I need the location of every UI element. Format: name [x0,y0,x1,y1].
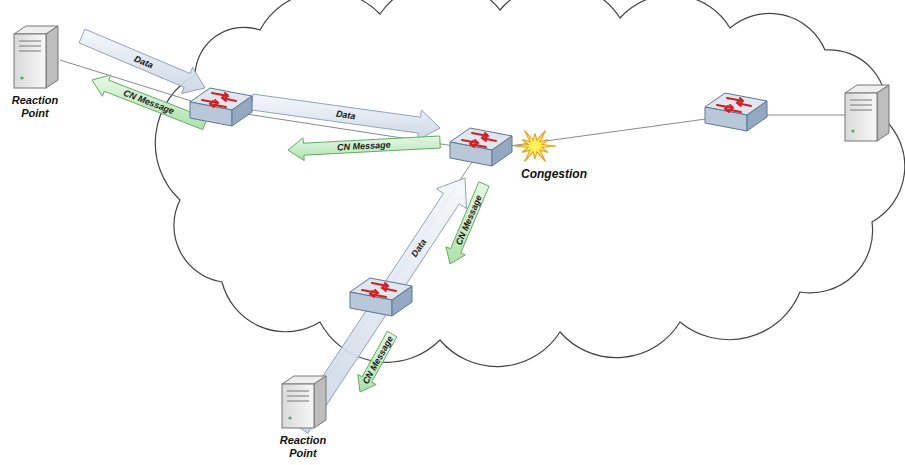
switches [190,88,767,316]
congestion-burst [514,131,556,162]
switch-icon [190,88,252,126]
server-icon [14,26,58,88]
switch-node: Congestion [445,124,595,182]
cn-message-arrow [446,182,489,264]
link-wire [480,115,735,150]
switch-icon [450,128,512,166]
node-icon [4,26,68,86]
server-icon [282,376,326,428]
node-caption: Reaction Point [6,94,64,120]
server-node: Reaction Point [4,26,68,120]
server-node: Reaction Point [272,376,336,460]
flow-arrows [79,29,489,433]
link-wires [60,60,855,410]
cn-message-arrow [358,331,397,392]
network-cloud [155,0,905,367]
node-icon [272,376,336,436]
data-arrow [292,178,466,433]
server-icon [845,85,889,141]
cn-message-arrow [288,136,440,161]
servers [845,85,889,141]
switch-icon [350,278,412,316]
congestion-label: Congestion [519,168,589,181]
switch-icon [705,93,767,131]
data-arrow [251,94,440,140]
node-caption: Reaction Point [274,434,332,460]
